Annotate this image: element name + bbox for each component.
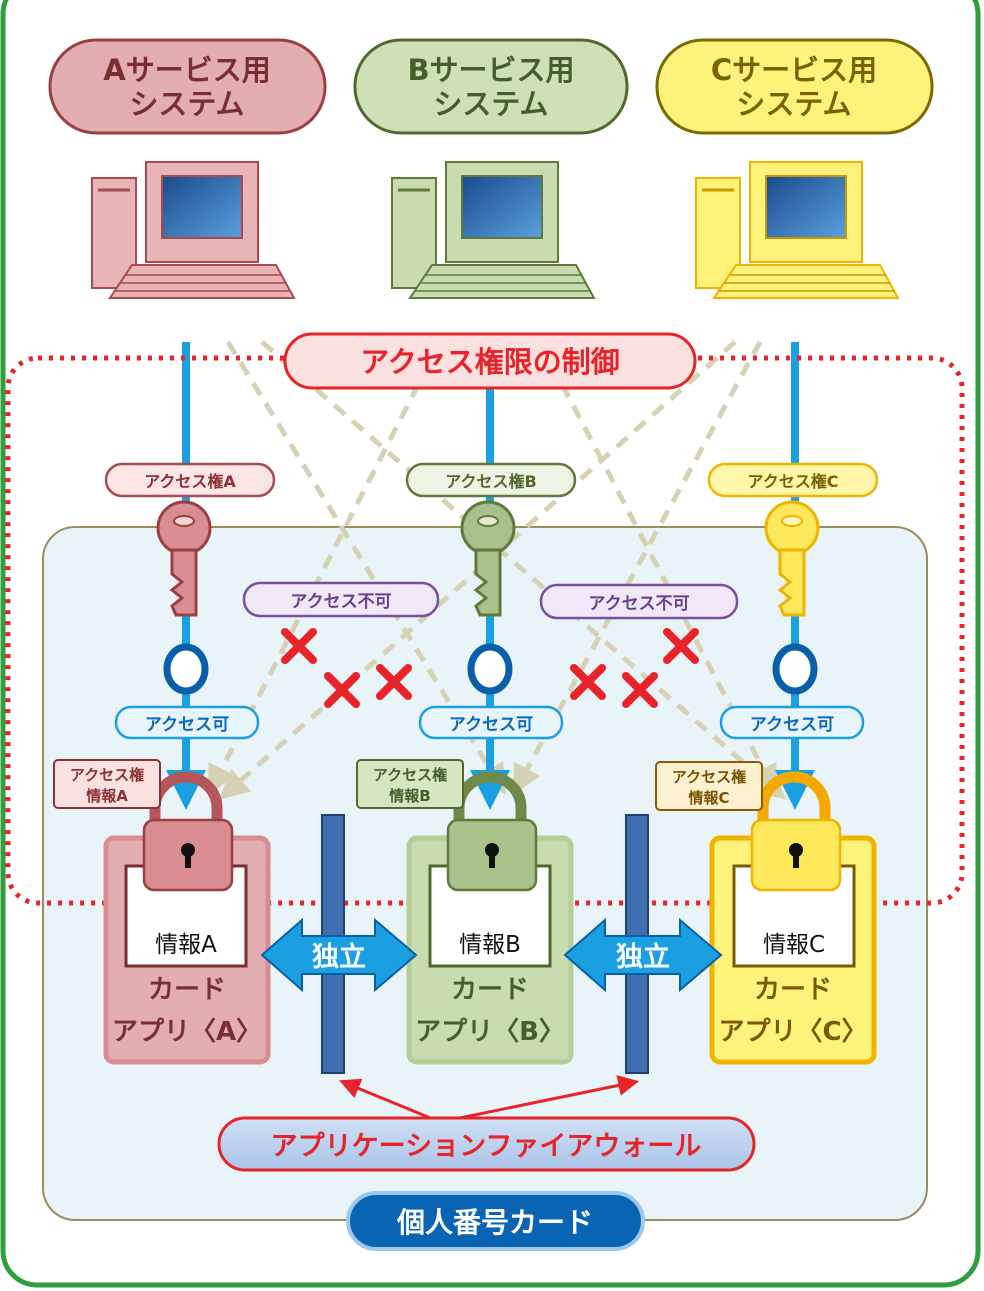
access-control-label: アクセス権限の制御	[360, 345, 620, 379]
svg-text:アクセス権A: アクセス権A	[144, 472, 236, 491]
x-mark-icon	[376, 664, 412, 700]
ok-circle-icon	[772, 643, 818, 695]
access-ok-b: アクセス可	[418, 705, 564, 740]
svg-text:アプリ〈C〉: アプリ〈C〉	[718, 1017, 867, 1047]
padlock-c-icon	[750, 771, 842, 892]
svg-text:情報B: 情報B	[389, 787, 430, 805]
independent-arrow-left: 独立	[260, 917, 418, 993]
access-right-b: アクセス権B	[405, 462, 577, 498]
svg-text:情報C: 情報C	[763, 932, 825, 958]
rights-info-b: アクセス権 情報B	[356, 759, 464, 809]
svg-text:アプリ〈A〉: アプリ〈A〉	[112, 1017, 262, 1047]
svg-text:アプリ〈B〉: アプリ〈B〉	[415, 1017, 565, 1047]
key-b-icon	[460, 500, 516, 617]
computer-c-icon	[695, 161, 900, 299]
svg-text:情報A: 情報A	[86, 787, 128, 805]
x-mark-icon	[324, 672, 360, 708]
computer-a-icon	[91, 161, 296, 299]
access-ok-c: アクセス可	[719, 705, 865, 740]
access-denied-right: アクセス不可	[539, 583, 739, 620]
svg-text:情報A: 情報A	[155, 932, 217, 958]
key-c-icon	[764, 500, 820, 617]
system-b-line2: システム	[433, 87, 548, 121]
independent-arrow-right: 独立	[563, 917, 723, 993]
svg-text:情報C: 情報C	[688, 789, 729, 807]
ok-circle-icon	[467, 643, 513, 695]
svg-text:アクセス権: アクセス権	[672, 768, 746, 786]
denied-x-marks	[281, 628, 699, 708]
ok-circle-icon	[163, 643, 209, 695]
access-ok-a: アクセス可	[114, 705, 260, 740]
padlock-a-icon	[142, 771, 234, 892]
x-mark-icon	[663, 628, 699, 664]
system-a-pill: Aサービス用 システム	[48, 38, 327, 135]
system-b-line1: Bサービス用	[407, 53, 574, 87]
firewall-pill: アプリケーションファイアウォール	[217, 1116, 756, 1172]
rights-info-a: アクセス権 情報A	[53, 759, 161, 809]
access-right-a: アクセス権A	[104, 462, 276, 498]
svg-text:アクセス不可: アクセス不可	[290, 592, 391, 612]
x-mark-icon	[570, 664, 606, 700]
svg-text:アクセス可: アクセス可	[449, 715, 533, 735]
svg-text:アプリケーションファイアウォール: アプリケーションファイアウォール	[271, 1131, 702, 1162]
svg-text:カード: カード	[451, 975, 529, 1005]
svg-text:独立: 独立	[616, 941, 670, 973]
padlock-b-icon	[446, 771, 538, 892]
access-control-pill: アクセス権限の制御	[283, 332, 697, 390]
firewall-pointers	[339, 1075, 640, 1124]
ok-circle-marks	[163, 643, 818, 695]
access-denied-left: アクセス不可	[242, 581, 440, 618]
svg-text:アクセス権: アクセス権	[70, 766, 144, 784]
access-right-c: アクセス権C	[707, 462, 879, 498]
svg-text:アクセス可: アクセス可	[750, 715, 834, 735]
rights-info-c: アクセス権 情報C	[655, 761, 763, 811]
svg-text:アクセス権: アクセス権	[373, 766, 447, 784]
svg-text:情報B: 情報B	[459, 932, 521, 958]
system-a-line2: システム	[129, 87, 244, 121]
key-a-icon	[156, 500, 212, 617]
svg-text:カード: カード	[754, 975, 832, 1005]
system-c-line2: システム	[736, 87, 851, 121]
x-mark-icon	[622, 672, 658, 708]
svg-text:独立: 独立	[312, 941, 366, 973]
computer-b-icon	[391, 161, 596, 299]
system-b-pill: Bサービス用 システム	[353, 38, 629, 135]
svg-text:アクセス権C: アクセス権C	[748, 472, 839, 491]
svg-text:アクセス不可: アクセス不可	[588, 594, 689, 614]
system-c-line1: Cサービス用	[711, 53, 877, 87]
svg-text:アクセス可: アクセス可	[145, 715, 229, 735]
svg-text:アクセス権B: アクセス権B	[445, 472, 536, 491]
system-c-pill: Cサービス用 システム	[655, 38, 934, 135]
system-a-line1: Aサービス用	[103, 53, 270, 87]
card-label-pill: 個人番号カード	[346, 1191, 645, 1251]
svg-text:カード: カード	[148, 975, 226, 1005]
svg-text:個人番号カード: 個人番号カード	[396, 1206, 593, 1239]
x-mark-icon	[281, 628, 317, 664]
